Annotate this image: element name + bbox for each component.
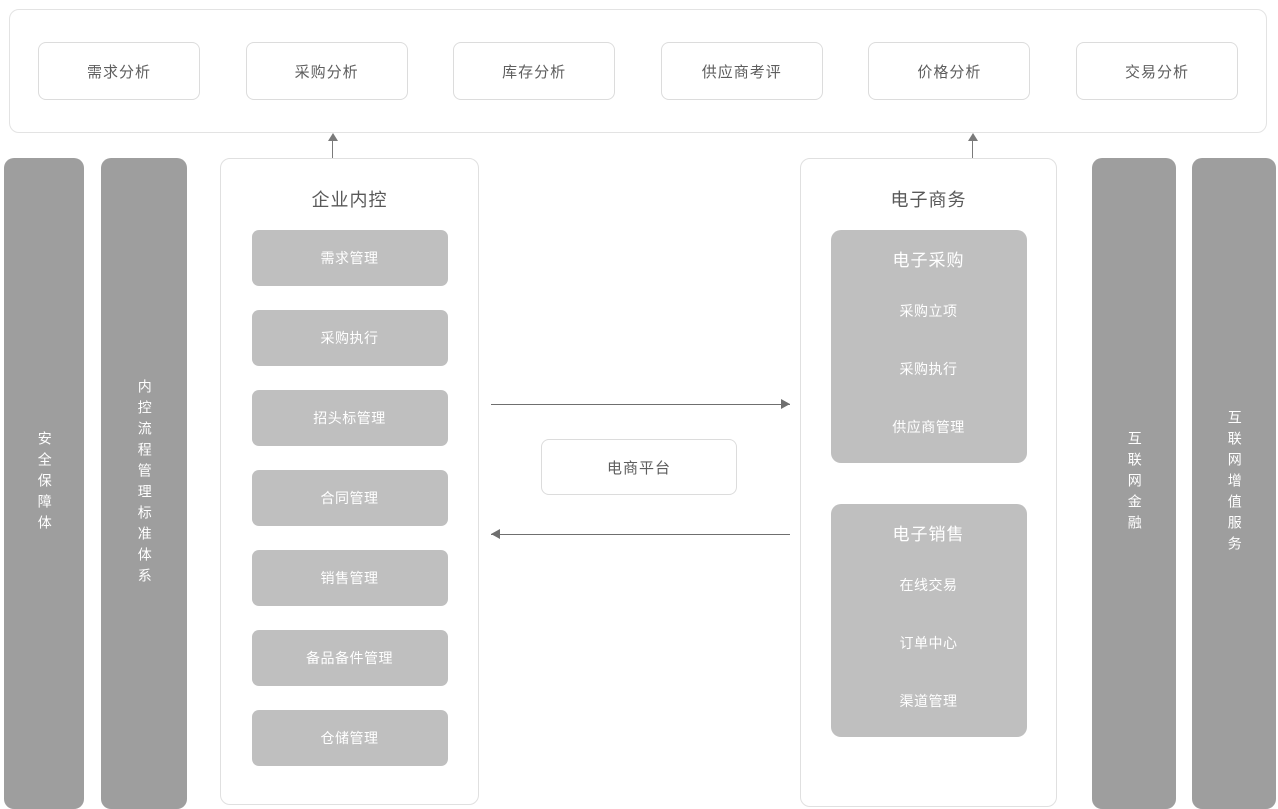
analytics-button-price[interactable]: 价格分析: [868, 42, 1031, 100]
pillar-internet-value-added-service: 互联网增值服务: [1192, 158, 1276, 809]
analytics-button-label: 供应商考评: [701, 63, 782, 81]
module-chip-demand-management[interactable]: 需求管理: [251, 230, 448, 286]
module-chip-sales-management[interactable]: 销售管理: [251, 550, 448, 606]
group-card-e-procurement[interactable]: 电子采购 采购立项 采购执行 供应商管理: [830, 230, 1027, 463]
group-item-procurement-initiation[interactable]: 采购立项: [899, 303, 958, 319]
pillar-label: 互联网金融: [1126, 431, 1143, 536]
module-chip-label: 需求管理: [320, 250, 379, 266]
analytics-button-inventory[interactable]: 库存分析: [453, 42, 616, 100]
group-item-channel-management[interactable]: 渠道管理: [899, 693, 958, 709]
arrow-head: [781, 399, 790, 409]
arrow-left-icon: [491, 528, 790, 540]
pillar-security-guarantee: 安全保障体: [4, 158, 84, 809]
pillar-internet-finance: 互联网金融: [1092, 158, 1176, 809]
arrow-head: [328, 133, 338, 141]
group-card-title: 电子销售: [892, 525, 965, 544]
module-list: 需求管理 采购执行 招头标管理 合同管理 销售管理 备品备件管理 仓储管理: [221, 230, 478, 766]
pillar-label: 互联网增值服务: [1226, 410, 1243, 557]
analytics-button-label: 价格分析: [917, 63, 982, 81]
module-chip-label: 采购执行: [320, 330, 379, 346]
analytics-bar: 需求分析 采购分析 库存分析 供应商考评 价格分析 交易分析: [9, 9, 1267, 133]
group-card-e-sales[interactable]: 电子销售 在线交易 订单中心 渠道管理: [830, 504, 1027, 737]
group-card-title: 电子采购: [892, 251, 965, 270]
module-chip-contract-management[interactable]: 合同管理: [251, 470, 448, 526]
pillar-internal-control-process: 内控流程管理标准体系: [101, 158, 187, 809]
arrow-shaft: [491, 403, 790, 405]
group-item-order-center[interactable]: 订单中心: [899, 635, 958, 651]
module-chip-spare-parts-management[interactable]: 备品备件管理: [251, 630, 448, 686]
arrow-up-icon: [326, 133, 340, 159]
panel-internal-control: 企业内控 需求管理 采购执行 招头标管理 合同管理 销售管理 备品备件管理 仓储…: [220, 158, 479, 805]
group-item-supplier-management[interactable]: 供应商管理: [892, 419, 965, 435]
arrow-head: [491, 529, 500, 539]
module-chip-warehouse-management[interactable]: 仓储管理: [251, 710, 448, 766]
module-chip-bidding-management[interactable]: 招头标管理: [251, 390, 448, 446]
analytics-button-label: 需求分析: [86, 63, 151, 81]
analytics-button-procurement[interactable]: 采购分析: [245, 42, 408, 100]
group-item-procurement-execution[interactable]: 采购执行: [899, 361, 958, 377]
arrow-right-icon: [491, 398, 790, 410]
analytics-button-label: 采购分析: [294, 63, 359, 81]
analytics-button-label: 库存分析: [502, 63, 567, 81]
module-chip-label: 销售管理: [320, 570, 379, 586]
group-item-online-transaction[interactable]: 在线交易: [899, 577, 958, 593]
panel-title: 企业内控: [311, 190, 388, 210]
panel-ecommerce: 电子商务 电子采购 采购立项 采购执行 供应商管理 电子销售 在线交易 订单中心…: [800, 158, 1057, 807]
arrow-up-icon: [966, 133, 980, 159]
platform-box[interactable]: 电商平台: [541, 439, 737, 495]
analytics-button-supplier-evaluation[interactable]: 供应商考评: [660, 42, 823, 100]
arrow-shaft: [491, 533, 790, 535]
pillar-label: 内控流程管理标准体系: [136, 378, 153, 589]
module-chip-label: 备品备件管理: [306, 650, 393, 666]
module-chip-label: 招头标管理: [313, 410, 386, 426]
arrow-shaft: [972, 139, 974, 159]
pillar-label: 安全保障体: [36, 431, 53, 536]
analytics-button-transaction[interactable]: 交易分析: [1075, 42, 1238, 100]
analytics-button-demand[interactable]: 需求分析: [38, 42, 200, 100]
arrow-head: [968, 133, 978, 141]
arrow-shaft: [332, 139, 334, 159]
analytics-button-label: 交易分析: [1124, 63, 1189, 81]
panel-title: 电子商务: [890, 190, 967, 210]
module-chip-label: 合同管理: [320, 490, 379, 506]
module-chip-label: 仓储管理: [320, 730, 379, 746]
platform-box-label: 电商平台: [606, 459, 671, 477]
module-chip-procurement-execution[interactable]: 采购执行: [251, 310, 448, 366]
